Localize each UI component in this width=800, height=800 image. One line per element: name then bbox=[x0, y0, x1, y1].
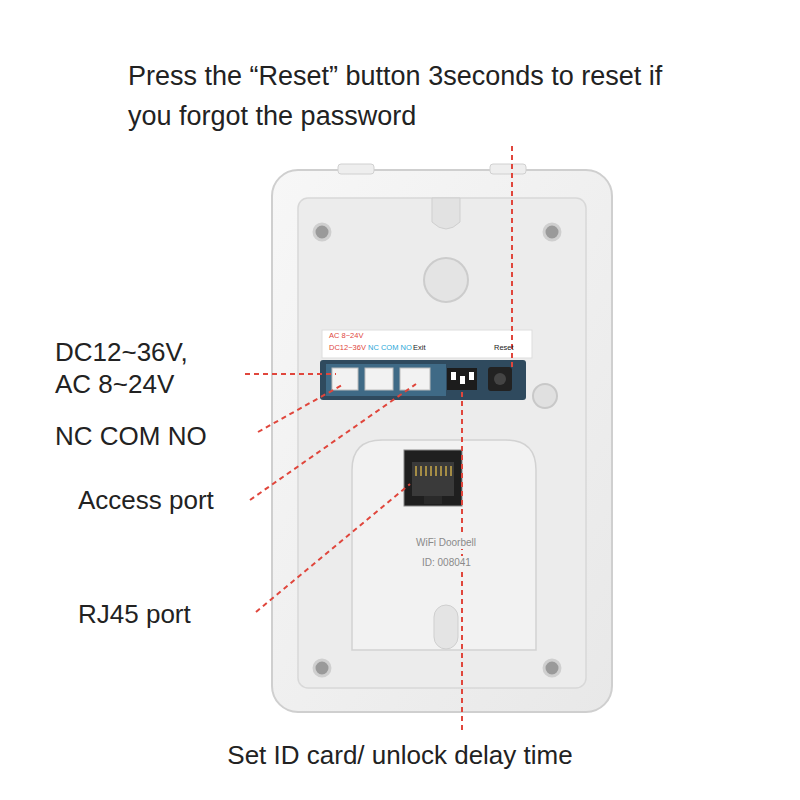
side-hole bbox=[533, 384, 557, 408]
callout-note: Set ID card/ unlock delay time bbox=[0, 738, 800, 772]
relay-callout: NC COM NO bbox=[55, 420, 255, 452]
rj45-jack bbox=[404, 450, 462, 506]
terminal-sticker bbox=[322, 330, 532, 358]
terminal-mark: AC 8~24V bbox=[329, 331, 363, 340]
leader-line bbox=[245, 373, 336, 375]
device-label: WiFi Doorbell bbox=[413, 536, 479, 549]
bottom-slot bbox=[434, 605, 458, 649]
housing-plate bbox=[272, 170, 612, 712]
leader-line bbox=[511, 146, 513, 370]
top-slot bbox=[432, 198, 460, 229]
terminal-mark: NC COM NO bbox=[368, 343, 412, 352]
leader-line bbox=[258, 384, 344, 432]
inner-recess bbox=[298, 198, 586, 688]
mount-hole bbox=[424, 258, 468, 302]
port-callout: Access port bbox=[78, 484, 248, 516]
terminal-mark: Exit bbox=[413, 343, 426, 352]
terminal-mark: Reset bbox=[494, 343, 514, 352]
power-callout: DC12~36V, AC 8~24V bbox=[55, 336, 227, 400]
leader-line bbox=[250, 384, 416, 500]
screw-holes bbox=[314, 224, 560, 676]
tab bbox=[338, 164, 374, 174]
leader-lines bbox=[245, 146, 512, 734]
leader-line bbox=[256, 484, 410, 612]
terminal-board bbox=[320, 360, 526, 400]
tab bbox=[490, 164, 526, 174]
port-callout: RJ45 port bbox=[78, 598, 248, 630]
terminal-mark: DC12~36V bbox=[329, 343, 366, 352]
callout-note: Press the “Reset” button 3seconds to res… bbox=[128, 56, 668, 136]
rj45-panel bbox=[352, 440, 536, 650]
device-label: ID: 008041 bbox=[419, 556, 474, 569]
